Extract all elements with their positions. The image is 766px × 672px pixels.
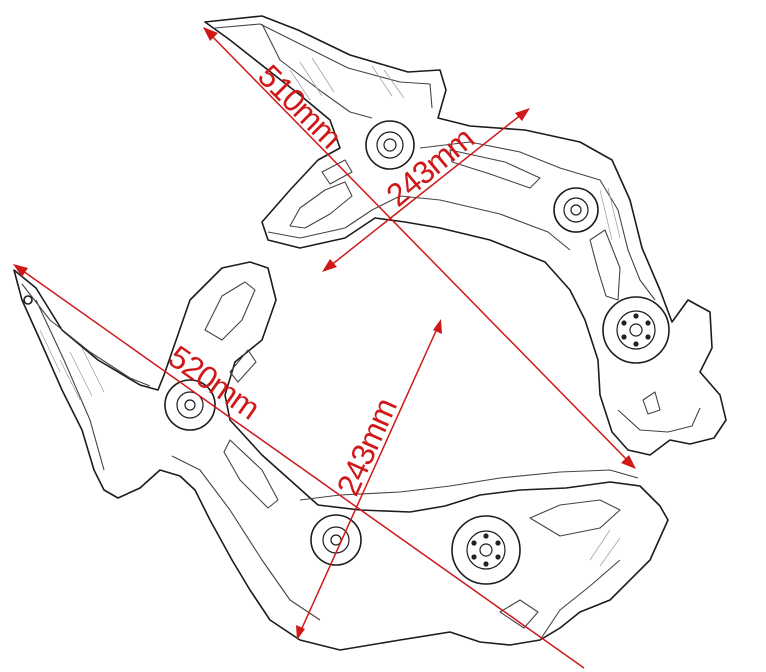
upper-slider-holes	[621, 313, 651, 347]
dimension-upper-height	[322, 108, 530, 272]
lower-slider-holes	[471, 533, 501, 567]
dimension-lower-length	[13, 264, 585, 669]
lower-frame-cover	[13, 261, 669, 651]
lower-mount-hole	[23, 295, 33, 305]
dimension-lower-height	[296, 319, 442, 640]
upper-length-label: 510mm	[251, 57, 348, 154]
lower-height-label: 243mm	[330, 393, 404, 501]
dimension-upper-length	[203, 27, 636, 469]
upper-frame-cover	[204, 15, 727, 456]
